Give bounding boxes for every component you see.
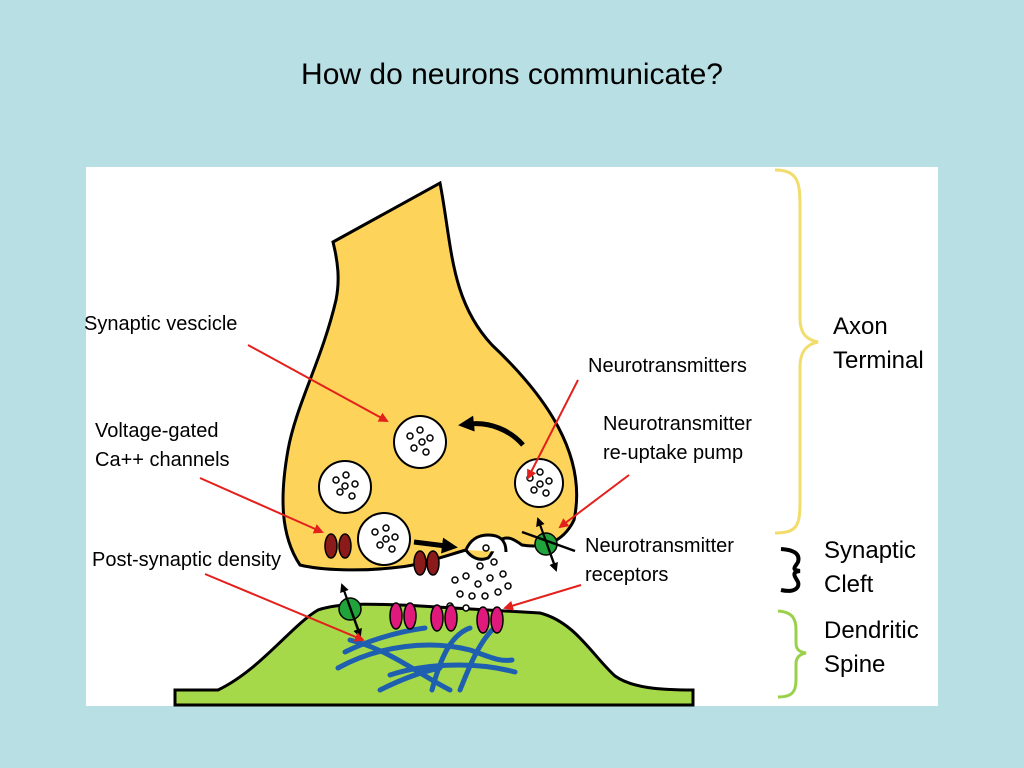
- ca-channels: [324, 533, 440, 576]
- label-dendritic-spine-line2: Spine: [824, 651, 885, 678]
- cytoskeleton-filaments: [335, 625, 518, 693]
- label-reuptake-line2: re-uptake pump: [603, 442, 743, 464]
- label-axon-terminal-line2: Terminal: [833, 347, 924, 374]
- label-synaptic-cleft-line1: Synaptic: [824, 537, 916, 564]
- label-dendritic-spine-line1: Dendritic: [824, 617, 919, 644]
- released-neurotransmitters: [446, 544, 512, 612]
- dendritic-spine-brace: [777, 609, 807, 699]
- label-synaptic-vesicle: Synaptic vescicle: [84, 313, 237, 335]
- transport-arrows: [340, 415, 576, 638]
- label-synaptic-cleft-line2: Cleft: [824, 571, 874, 598]
- label-receptors-line2: receptors: [585, 564, 668, 586]
- label-axon-terminal-line1: Axon: [833, 313, 888, 340]
- slide-title: How do neurons communicate?: [301, 58, 723, 91]
- label-post-synaptic-density: Post-synaptic density: [92, 549, 281, 571]
- label-pointer-arrows: [199, 344, 630, 642]
- label-neurotransmitters: Neurotransmitters: [588, 355, 747, 377]
- exocytosis-opening: [464, 533, 508, 553]
- label-reuptake-line1: Neurotransmitter: [603, 413, 752, 435]
- label-vg-channels-line2: Ca++ channels: [95, 449, 230, 471]
- postsynaptic-receptors: [389, 602, 504, 634]
- label-receptors-line1: Neurotransmitter: [585, 535, 734, 557]
- label-vg-channels-line1: Voltage-gated: [95, 420, 218, 442]
- axon-terminal-brace: [774, 168, 819, 535]
- synaptic-cleft-brace: [780, 547, 801, 593]
- vesicle-contents: [332, 426, 553, 553]
